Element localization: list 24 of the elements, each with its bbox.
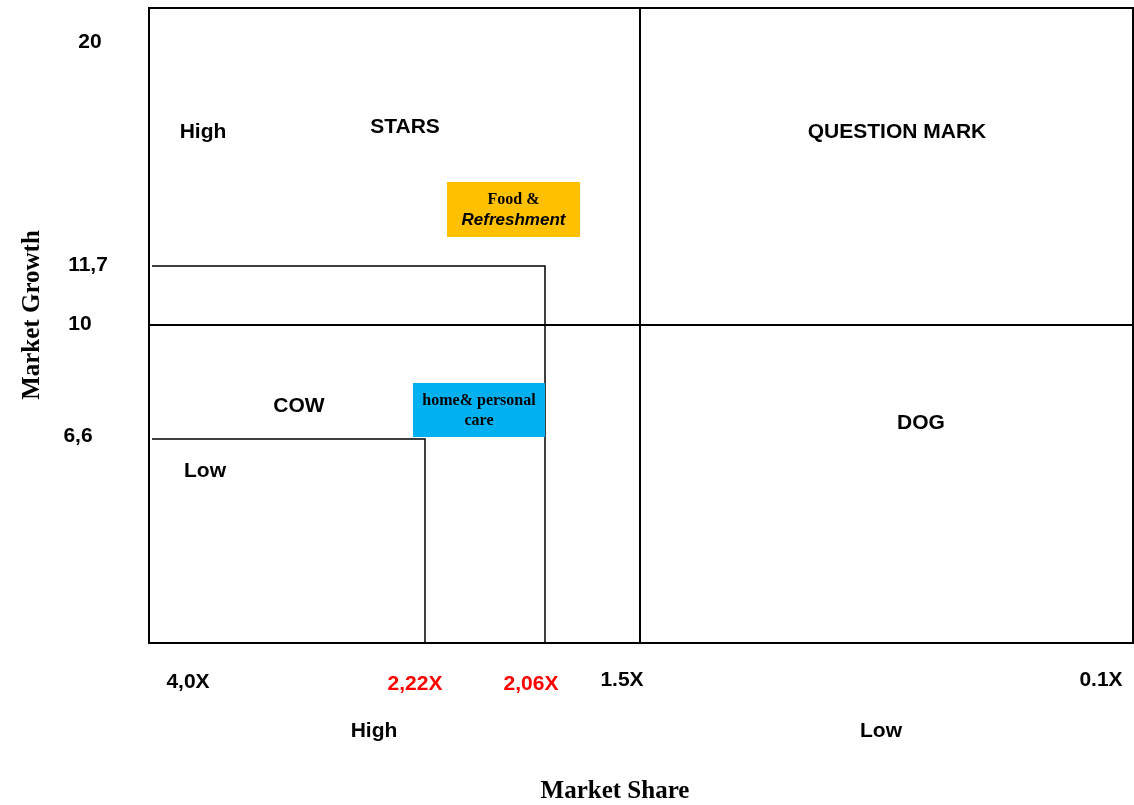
quadrant-label: COW bbox=[273, 393, 325, 415]
category-box bbox=[413, 383, 545, 437]
level-label: High bbox=[179, 119, 227, 141]
category-text: Food & bbox=[487, 188, 540, 209]
quadrant-label: QUESTION MARK bbox=[807, 119, 987, 141]
level-label: Low bbox=[860, 718, 902, 740]
axis-title: Market Share bbox=[540, 776, 690, 802]
axis-tick-label: 0.1X bbox=[1079, 667, 1123, 689]
category-text: home& personal care bbox=[421, 390, 537, 430]
axis-title: Market Growth bbox=[17, 230, 43, 400]
axis-tick-label: 11,7 bbox=[68, 252, 108, 274]
quadrant-label: STARS bbox=[370, 114, 440, 136]
axis-tick-label: 20 bbox=[78, 29, 102, 51]
level-label: High bbox=[350, 718, 398, 740]
level-label: Low bbox=[184, 458, 226, 480]
axis-tick-label: 4,0X bbox=[166, 669, 210, 691]
axis-tick-label: 2,22X bbox=[387, 671, 443, 693]
axis-tick-label: 1.5X bbox=[600, 667, 644, 689]
quadrant-label: DOG bbox=[897, 410, 945, 432]
category-text: Refreshment bbox=[461, 208, 566, 231]
axis-tick-label: 6,6 bbox=[63, 423, 93, 445]
axis-tick-label: 2,06X bbox=[503, 671, 559, 693]
axis-tick-label: 10 bbox=[68, 311, 92, 333]
category-box bbox=[447, 182, 580, 237]
